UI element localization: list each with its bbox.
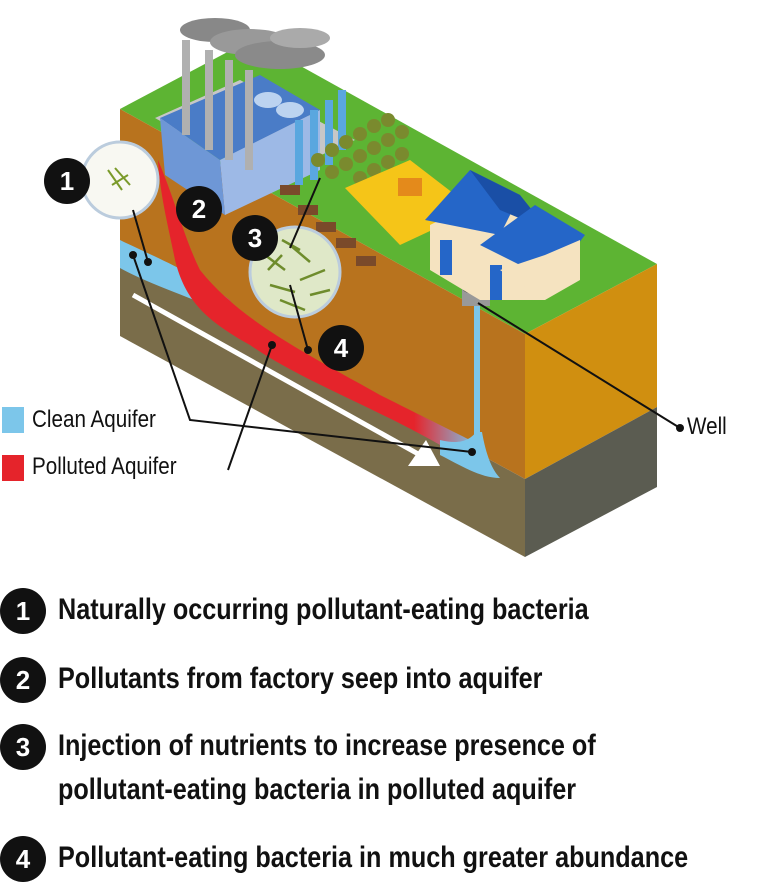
key-item-4: 4 Pollutant-eating bacteria in much grea…	[0, 836, 776, 882]
leader-lines	[132, 177, 681, 471]
key-item-3: 3 Injection of nutrients to increase pre…	[0, 724, 698, 812]
key-badge-4: 4	[0, 836, 46, 882]
key-text-3a: Injection of nutrients to increase prese…	[58, 729, 596, 762]
polluted-aquifer	[158, 160, 478, 457]
key-text-4: Pollutant-eating bacteria in much greate…	[58, 841, 689, 874]
flow-arrow	[131, 292, 422, 458]
clean-aquifer-swatch	[2, 407, 24, 433]
harvester	[398, 178, 422, 196]
key-text-3b: pollutant-eating bacteria in polluted aq…	[58, 773, 577, 806]
well-label: Well	[687, 413, 727, 440]
soil-side	[525, 264, 657, 479]
orchard	[311, 113, 409, 185]
key-item-1: 1 Naturally occurring pollutant-eating b…	[0, 588, 690, 634]
key-item-2: 2 Pollutants from factory seep into aqui…	[0, 657, 635, 703]
callout-badge-2: 2	[176, 186, 222, 232]
key-badge-1: 1	[0, 588, 46, 634]
houses	[425, 170, 585, 300]
bedrock-side	[525, 407, 657, 557]
flow-arrow-head	[408, 440, 440, 466]
key-badge-3: 3	[0, 724, 46, 770]
polluted-aquifer-label: Polluted Aquifer	[32, 453, 177, 480]
crop-beds	[280, 185, 376, 266]
key-badge-2: 2	[0, 657, 46, 703]
factory	[155, 18, 355, 215]
callout-badge-3: 3	[232, 215, 278, 261]
callout-badge-4: 4	[318, 325, 364, 371]
callout-badge-1: 1	[44, 158, 90, 204]
bedrock-front	[120, 257, 525, 557]
key-text-1: Naturally occurring pollutant-eating bac…	[58, 593, 589, 626]
clean-aquifer-label: Clean Aquifer	[32, 406, 156, 433]
key-text-2: Pollutants from factory seep into aquife…	[58, 662, 543, 695]
aquifer-illustration	[80, 18, 684, 557]
well-pipe	[474, 300, 480, 435]
polluted-aquifer-swatch	[2, 455, 24, 481]
